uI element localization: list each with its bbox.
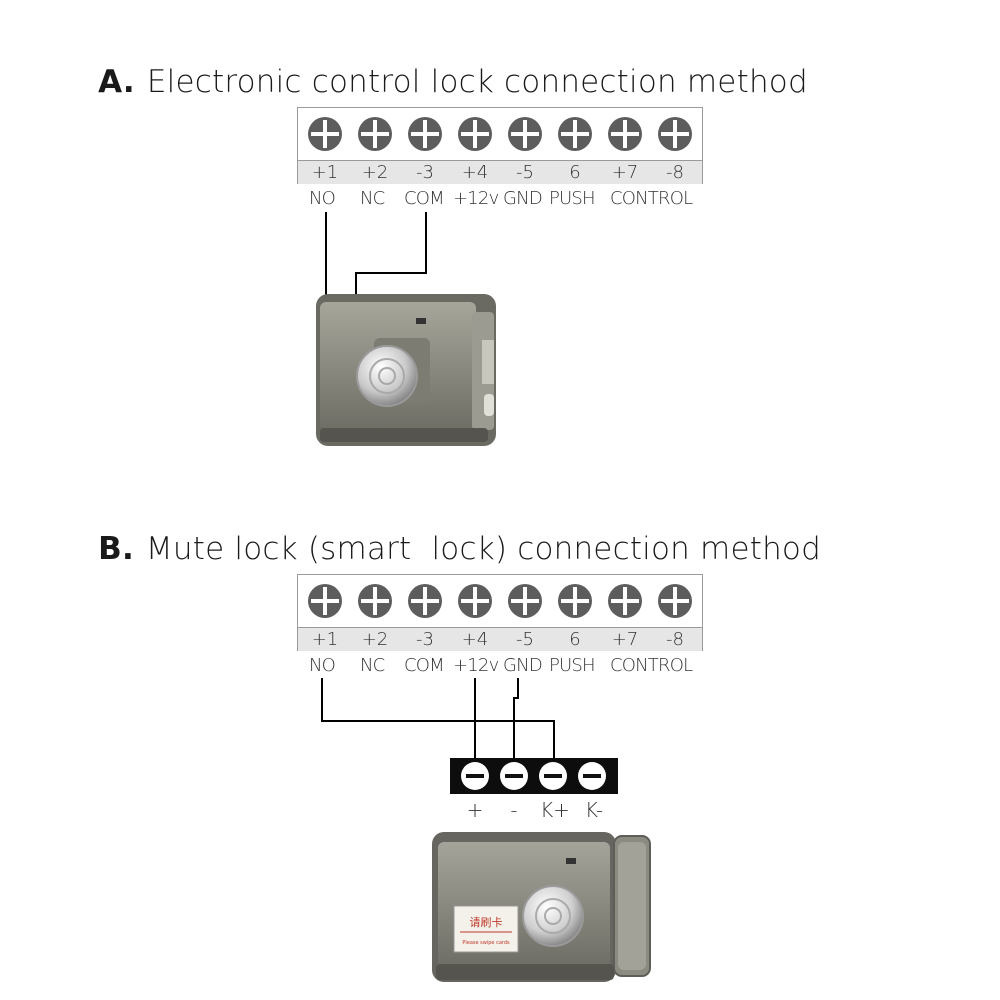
pin-number-row: +1 +2 -3 +4 -5 6 +7 -8	[298, 161, 702, 184]
pin-number: +1	[311, 162, 339, 183]
pin-name-com: COM	[404, 188, 445, 209]
pin-number: -8	[666, 629, 684, 650]
terminal-block-b: +1 +2 -3 +4 -5 6 +7 -8	[297, 574, 703, 651]
electronic-lock-image	[316, 294, 496, 446]
wire-com-a	[355, 212, 427, 302]
pin-name-push: PUSH	[549, 655, 596, 676]
lock-terminal-label: K+	[540, 798, 570, 822]
pin-number: +7	[611, 162, 639, 183]
pin-number: -3	[416, 629, 434, 650]
minus-screw-icon	[578, 762, 606, 790]
pin-number: -5	[516, 162, 534, 183]
pin-name-12v: +12v	[453, 188, 499, 209]
pin-name-control: CONTROL	[610, 655, 693, 676]
pin-name-push: PUSH	[549, 188, 596, 209]
pin-name-gnd: GND	[503, 188, 543, 209]
pin-number: -5	[516, 629, 534, 650]
screw-icon	[608, 117, 642, 151]
pin-number: +1	[311, 629, 339, 650]
section-b-letter: B.	[98, 531, 134, 567]
pin-name-12v: +12v	[453, 655, 499, 676]
pin-number: -3	[416, 162, 434, 183]
screw-icon	[358, 117, 392, 151]
lock-terminal-label: K-	[584, 798, 604, 822]
screw-icon	[658, 117, 692, 151]
pin-number: +7	[611, 629, 639, 650]
section-b-title: B. Mute lock (smart lock) connection meth…	[78, 495, 821, 567]
pin-number: -8	[666, 162, 684, 183]
screw-icon	[358, 584, 392, 618]
lock-terminal-label: -	[510, 798, 518, 822]
screw-icon	[658, 584, 692, 618]
screw-icon	[308, 584, 342, 618]
pin-name-gnd: GND	[503, 655, 543, 676]
screw-icon	[308, 117, 342, 151]
minus-screw-icon	[461, 762, 489, 790]
screw-row	[298, 108, 702, 161]
card-label-en: Please swipe cards	[462, 940, 510, 946]
terminal-block-a: +1 +2 -3 +4 -5 6 +7 -8	[297, 107, 703, 184]
pin-name-no: NO	[309, 655, 336, 676]
pin-number: +2	[361, 162, 389, 183]
pin-number: 6	[569, 162, 581, 183]
screw-icon	[408, 117, 442, 151]
pin-number: +2	[361, 629, 389, 650]
section-b-title-text: Mute lock (smart lock) connection method	[145, 531, 821, 567]
pin-name-com: COM	[404, 655, 445, 676]
section-a-letter: A.	[98, 64, 135, 100]
screw-icon	[608, 584, 642, 618]
pin-name-no: NO	[309, 188, 336, 209]
knob-icon	[356, 345, 418, 407]
minus-screw-icon	[539, 762, 567, 790]
screw-icon	[458, 117, 492, 151]
screw-icon	[508, 117, 542, 151]
pin-number: 6	[569, 629, 581, 650]
knob-icon	[522, 885, 584, 947]
screw-icon	[458, 584, 492, 618]
card-sticker: 请刷卡 Please swipe cards	[453, 905, 519, 953]
lock-terminal-label: +	[466, 798, 484, 822]
section-a-title-text: Electronic control lock connection metho…	[146, 64, 808, 100]
pin-number: +4	[461, 629, 489, 650]
section-a-title: A. Electronic control lock connection met…	[78, 28, 808, 100]
smart-lock-image: 请刷卡 Please swipe cards	[432, 832, 651, 982]
pin-number: +4	[461, 162, 489, 183]
screw-icon	[558, 117, 592, 151]
screw-row	[298, 575, 702, 628]
wire-no-b	[321, 678, 555, 762]
pin-name-control: CONTROL	[610, 188, 693, 209]
wire-gnd-b	[513, 678, 519, 762]
pin-name-nc: NC	[360, 655, 385, 676]
lock-terminal-block	[450, 758, 618, 794]
screw-icon	[558, 584, 592, 618]
screw-icon	[408, 584, 442, 618]
screw-icon	[508, 584, 542, 618]
pin-name-nc: NC	[360, 188, 385, 209]
minus-screw-icon	[500, 762, 528, 790]
card-label-cn: 请刷卡	[470, 916, 503, 929]
pin-number-row: +1 +2 -3 +4 -5 6 +7 -8	[298, 628, 702, 651]
